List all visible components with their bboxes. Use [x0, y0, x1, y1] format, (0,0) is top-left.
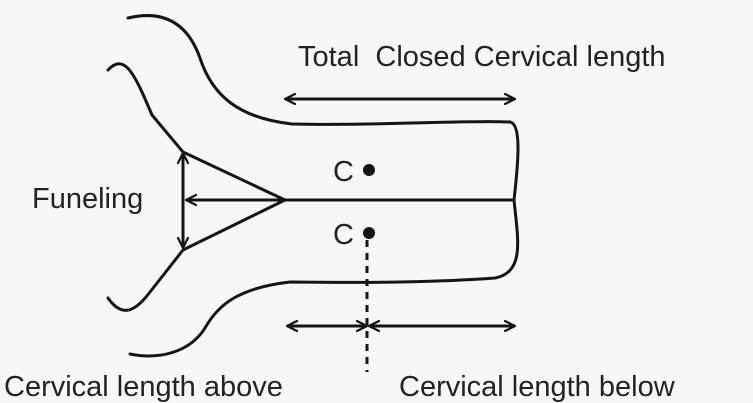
center-point-lower	[363, 227, 375, 239]
total-closed-cervical-length-label: Total Closed Cervical length	[298, 41, 666, 73]
cervical-length-above-label: Cervical length above	[4, 371, 283, 403]
center-label-lower: C	[333, 219, 354, 251]
funneling-label: Funeling	[32, 183, 143, 215]
cervical-length-below-label: Cervical length below	[399, 371, 676, 403]
center-label-upper: C	[333, 156, 354, 188]
funnel-upper-lip	[108, 64, 285, 200]
center-point-upper	[363, 164, 375, 176]
funnel-lower-lip	[108, 200, 285, 310]
cervix-outline-lower	[130, 200, 518, 356]
